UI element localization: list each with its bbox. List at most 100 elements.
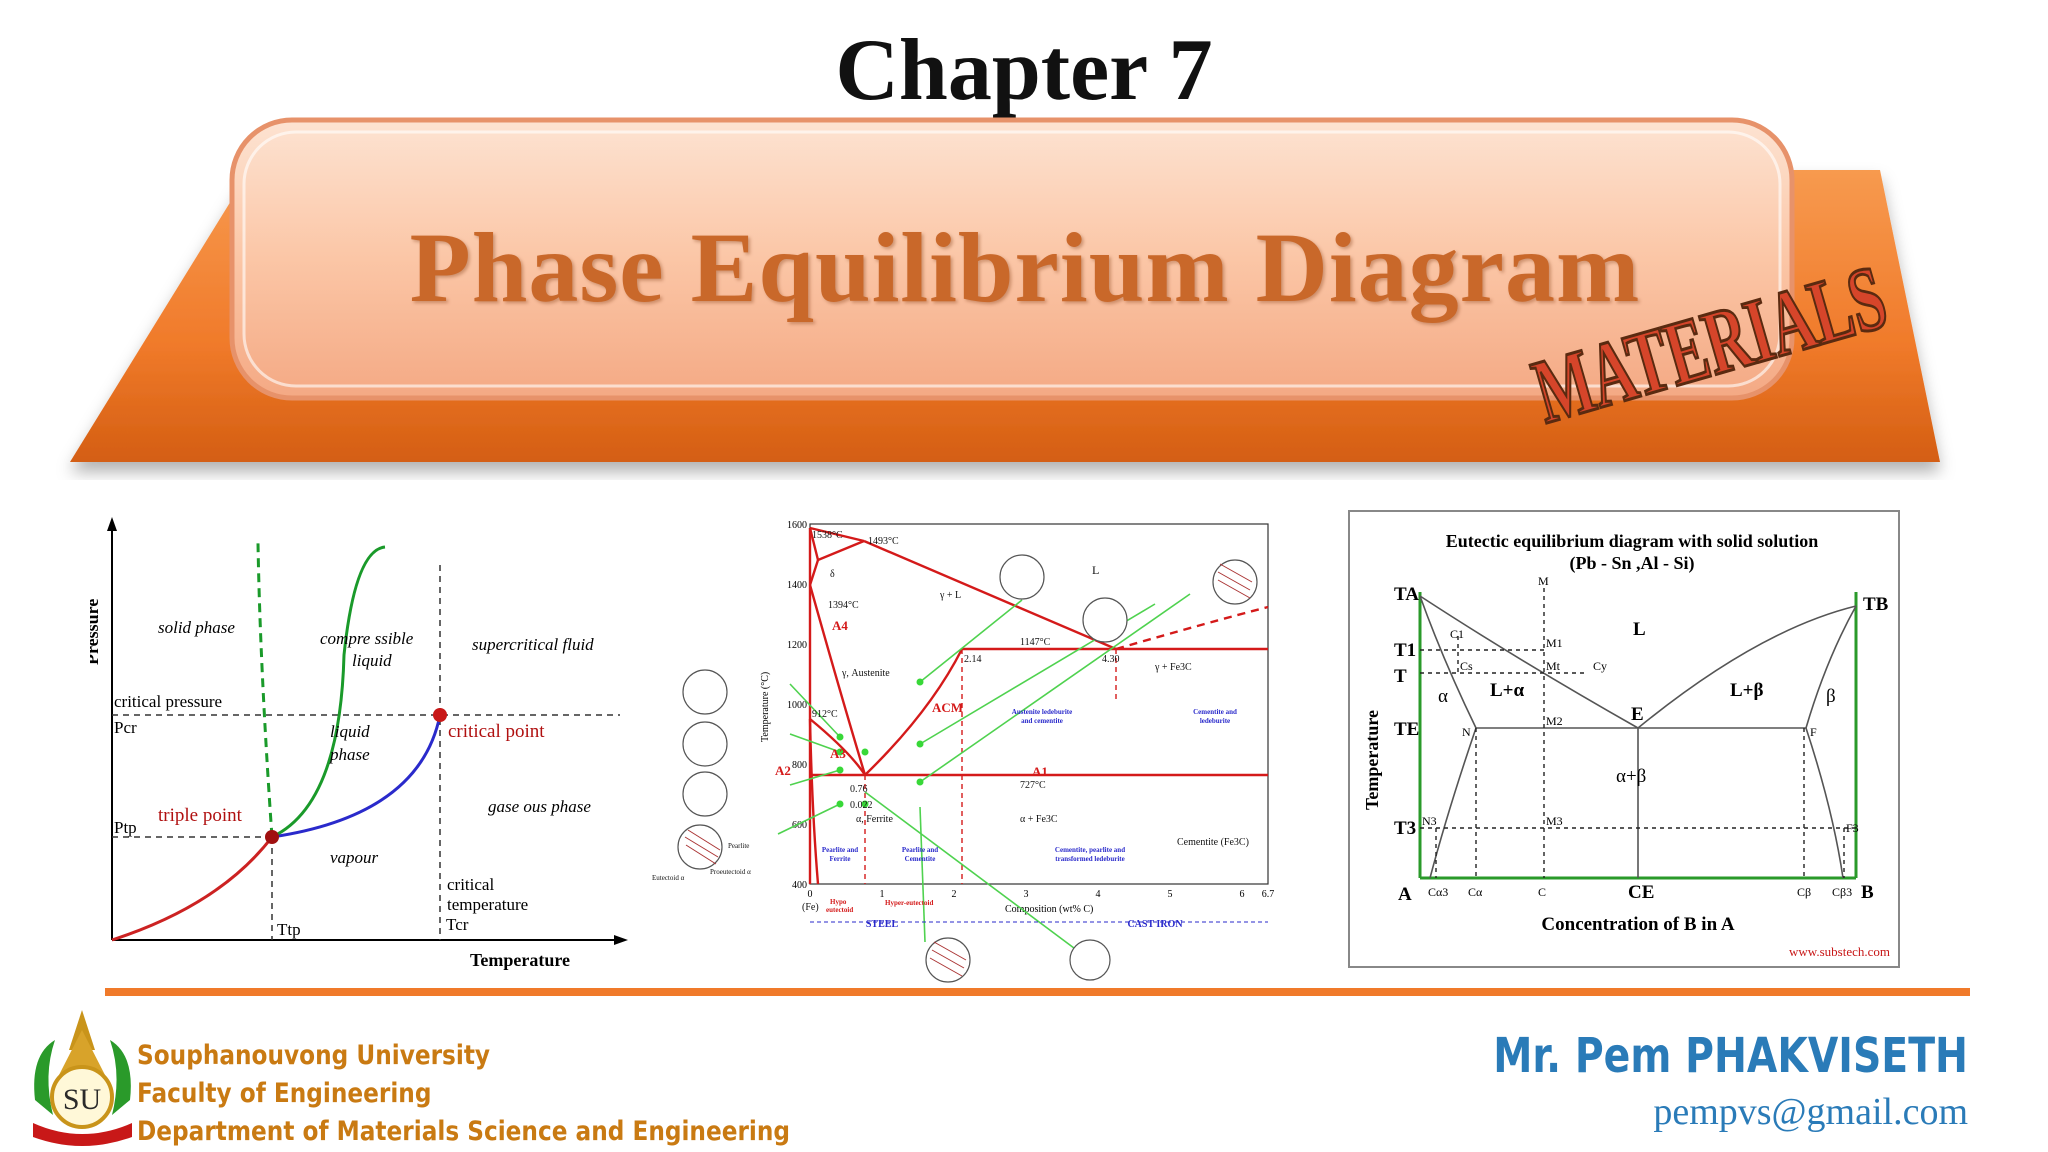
fe-t1493: 1493°C xyxy=(868,536,899,547)
eut-N: N xyxy=(1462,725,1471,739)
fe-pc: Pearlite and xyxy=(902,846,938,854)
fe-xtick: 6 xyxy=(1240,889,1245,900)
pt-critical-pressure: critical pressure xyxy=(114,692,222,711)
fe-xtick: 4 xyxy=(1096,889,1101,900)
fe-a2: A2 xyxy=(775,763,791,778)
eut-Cb: Cβ xyxy=(1797,885,1811,899)
eut-source: www.substech.com xyxy=(1789,944,1890,959)
fe-t1147: 1147°C xyxy=(1020,637,1051,648)
fe-pearlite: Pearlite xyxy=(728,842,749,850)
author-name: Mr. Pem PHAKVISETH xyxy=(1493,1028,1968,1084)
pt-tcr: Tcr xyxy=(446,915,469,934)
fe-fe: (Fe) xyxy=(802,902,819,913)
eut-M: M xyxy=(1538,574,1549,588)
chapter-heading: Chapter 7 xyxy=(835,22,1213,119)
eut-F3: F3 xyxy=(1846,821,1859,835)
eut-Cb3: Cβ3 xyxy=(1832,885,1852,899)
eut-TB: TB xyxy=(1863,594,1889,615)
fe-ylabel: Temperature (°C) xyxy=(760,672,771,742)
pt-gaseous: gase ous phase xyxy=(488,797,591,816)
pt-triple-point: triple point xyxy=(158,805,243,826)
eut-Ca3: Cα3 xyxy=(1428,885,1448,899)
faculty-name: Faculty of Engineering xyxy=(137,1078,432,1109)
fe-c0022: 0.022 xyxy=(850,800,873,811)
pt-critical-point: critical point xyxy=(448,721,545,742)
pt-ptp: Ptp xyxy=(114,818,137,837)
eut-Ca: Cα xyxy=(1468,885,1483,899)
eut-E: E xyxy=(1631,704,1644,725)
fe-ytick: 1000 xyxy=(787,700,807,711)
eut-Cs: Cs xyxy=(1460,659,1473,673)
eut-F: F xyxy=(1810,725,1817,739)
eut-L: L xyxy=(1633,619,1646,640)
fe-c214: 2.14 xyxy=(964,654,982,665)
pt-pcr: Pcr xyxy=(114,718,137,737)
materials-badge: MATERIALS xyxy=(1521,250,1898,440)
fe-ytick: 1400 xyxy=(787,580,807,591)
fe-austenite: γ, Austenite xyxy=(841,668,890,679)
eut-N3: N3 xyxy=(1422,814,1437,828)
fe-pf: Pearlite and xyxy=(822,846,858,854)
eut-xlabel: Concentration of B in A xyxy=(1541,914,1734,935)
fe-aus-led-2: and cementite xyxy=(1021,717,1063,725)
fe-hypo: Hypo xyxy=(830,898,847,906)
fe-pf-2: Ferrite xyxy=(830,855,851,863)
fe-hyper: Hyper-eutectoid xyxy=(885,899,933,907)
fe-c430: 4.30 xyxy=(1102,654,1120,665)
fe-L: L xyxy=(1092,563,1099,577)
fe-xtick: 1 xyxy=(880,889,885,900)
pt-vapour: vapour xyxy=(330,848,379,867)
fe-t1538: 1538°C xyxy=(812,530,843,541)
fe-xtick: 2 xyxy=(952,889,957,900)
fe-hypo-2: eutectoid xyxy=(826,906,853,914)
eut-M2: M2 xyxy=(1546,714,1563,728)
eut-C1: C1 xyxy=(1450,627,1464,641)
pt-compressible-2: liquid xyxy=(352,651,392,670)
eut-TA: TA xyxy=(1394,584,1419,605)
university-name: Souphanouvong University xyxy=(137,1040,491,1071)
eut-ylabel: Temperature xyxy=(1362,710,1382,810)
footer-divider xyxy=(105,988,1970,996)
fe-ytick: 1200 xyxy=(787,640,807,651)
eut-Mt: Mt xyxy=(1546,659,1561,673)
iron-carbon-diagram: 1600 1400 1200 1000 800 600 400 0 1 2 3 … xyxy=(652,520,1275,983)
eut-ab: α+β xyxy=(1616,766,1646,787)
logo-text: SU xyxy=(63,1083,102,1116)
fe-xtick: 5 xyxy=(1168,889,1173,900)
pt-ttp: Ttp xyxy=(277,920,301,939)
eut-title: Eutectic equilibrium diagram with solid … xyxy=(1446,531,1819,551)
eut-Cy: Cy xyxy=(1593,659,1607,673)
author-email[interactable]: pempvs@gmail.com xyxy=(1653,1091,1968,1133)
eut-M1: M1 xyxy=(1546,636,1563,650)
fe-gamma-fe3c: γ + Fe3C xyxy=(1154,662,1192,673)
eut-Lalpha: L+α xyxy=(1490,680,1524,701)
eut-Lbeta: L+β xyxy=(1730,680,1764,701)
fe-a1: A1 xyxy=(1032,764,1048,779)
eut-T1: T1 xyxy=(1394,640,1416,661)
eut-TE: TE xyxy=(1394,719,1419,740)
fe-cem-led-2: ledeburite xyxy=(1200,717,1230,725)
fe-ytick: 600 xyxy=(792,820,807,831)
fe-steel: STEEL xyxy=(866,919,899,930)
pt-liquid-2: phase xyxy=(329,745,370,764)
fe-xtick: 6.7 xyxy=(1262,889,1275,900)
eut-B: B xyxy=(1861,882,1874,903)
fe-cementite: Cementite (Fe3C) xyxy=(1177,837,1249,848)
fe-acm: ACM xyxy=(932,700,963,715)
eut-T3: T3 xyxy=(1394,818,1416,839)
fe-y-ticks: 1600 1400 1200 1000 800 600 400 xyxy=(787,520,807,891)
university-logo: SU xyxy=(33,1010,132,1146)
department-name: Department of Materials Science and Engi… xyxy=(137,1116,791,1147)
fe-delta: δ xyxy=(830,569,835,580)
eut-alpha: α xyxy=(1438,686,1448,707)
eutectic-diagram: Eutectic equilibrium diagram with solid … xyxy=(1348,510,1900,968)
fe-cpt-2: transformed ledeburite xyxy=(1055,855,1124,863)
pt-supercritical: supercritical fluid xyxy=(472,635,594,654)
eut-title-2: (Pb - Sn ,Al - Si) xyxy=(1569,553,1694,574)
fe-cast-iron: CAST IRON xyxy=(1127,919,1183,930)
fe-alpha-ferrite: α, Ferrite xyxy=(856,814,893,825)
eut-beta: β xyxy=(1826,686,1836,707)
fe-pc-2: Cementite xyxy=(905,855,936,863)
fe-a4: A4 xyxy=(832,618,848,633)
eut-CE: CE xyxy=(1628,882,1654,903)
